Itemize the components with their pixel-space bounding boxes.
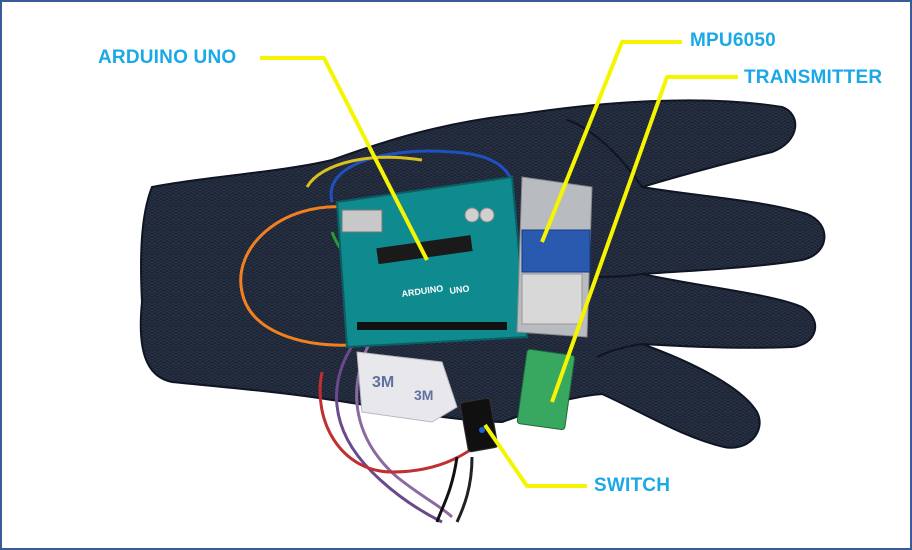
arduino-uno-label: ARDUINO UNO <box>98 47 237 68</box>
tape-brand-1: 3M <box>372 374 394 391</box>
mpu-board <box>521 229 591 273</box>
board-model: UNO <box>449 283 470 296</box>
switch-leader-line <box>483 423 587 488</box>
arduino-board: ARDUINO UNO <box>335 175 529 349</box>
switch-body <box>459 397 499 453</box>
arduino-leader-line <box>260 56 429 261</box>
mpu-assembly <box>516 176 593 338</box>
transmitter-board <box>516 348 576 431</box>
purple-wire-1 <box>335 331 443 524</box>
header-pins <box>357 322 507 330</box>
black-wire <box>435 456 459 523</box>
mpu-leader-line <box>540 40 682 243</box>
rocker-switch <box>459 397 499 453</box>
transmitter-leader-line <box>550 75 738 403</box>
red-wire <box>318 371 494 474</box>
yellow-wire <box>305 155 423 188</box>
wires <box>239 149 514 524</box>
transmitter-label: TRANSMITTER <box>744 67 883 88</box>
blue-wire <box>329 149 514 203</box>
black-wire-2 <box>455 456 474 523</box>
tape-pieces: 3M 3M <box>356 351 458 423</box>
leader-lines <box>260 40 738 488</box>
atmega-chip <box>376 235 473 265</box>
usb-jack <box>341 209 383 233</box>
mpu6050-label: MPU6050 <box>690 30 776 51</box>
tape-1 <box>356 351 458 423</box>
jumper-block <box>521 273 583 325</box>
arduino-pcb <box>335 175 529 349</box>
tape-brand-2: 3M <box>414 387 433 403</box>
orange-wire <box>239 205 353 347</box>
switch-label: SWITCH <box>594 475 671 496</box>
transmitter-module <box>516 348 576 431</box>
